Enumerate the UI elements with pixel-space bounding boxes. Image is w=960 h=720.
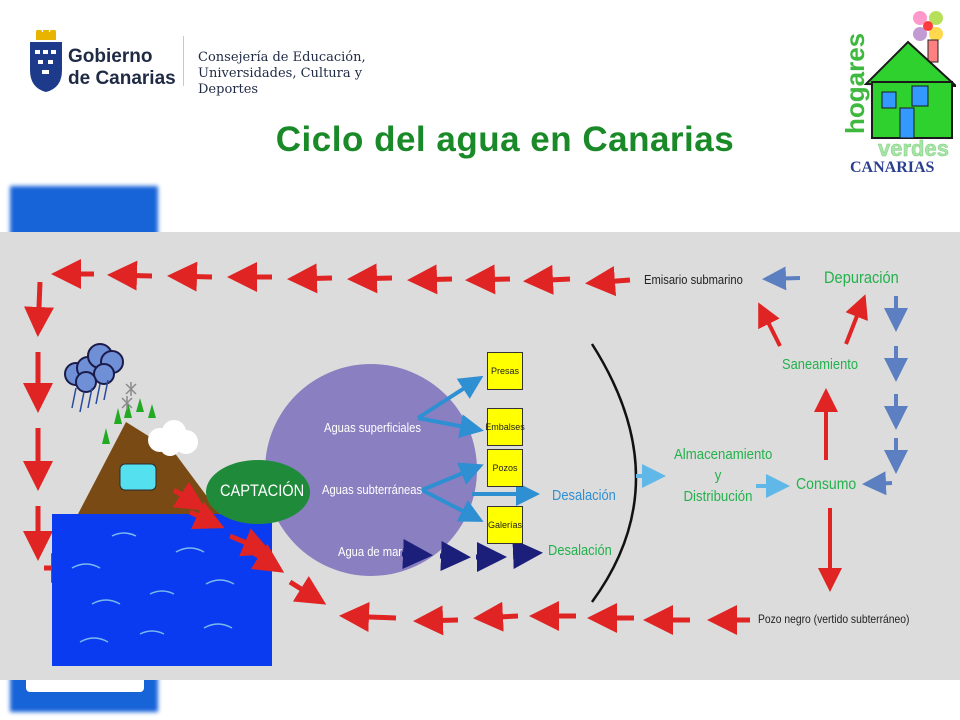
label-saneamiento: Saneamiento (782, 356, 859, 373)
label-consumo: Consumo (796, 476, 857, 493)
label-captacion: CAPTACIÓN (220, 481, 305, 500)
label-aguas-subterraneas: Aguas subterráneas (322, 482, 423, 497)
box-pozos: Pozos (487, 449, 523, 487)
seawater-arrows (401, 539, 543, 572)
label-depuracion: Depuración (824, 268, 899, 287)
reservoir-icon (119, 463, 157, 491)
depuracion-arrows (762, 266, 908, 496)
process-divider (590, 343, 638, 603)
almacenamiento-line1: Almacenamiento (674, 446, 773, 463)
flower-icon (913, 11, 943, 41)
label-aguas-superficiales: Aguas superficiales (324, 420, 421, 435)
canarias-shield-icon (30, 30, 62, 92)
sea-waves (71, 532, 235, 643)
logo-divider (183, 36, 184, 86)
captacion-ellipse (206, 460, 310, 524)
box-embalses: Embalses (485, 408, 525, 446)
svg-text:CANARIAS: CANARIAS (850, 159, 935, 176)
captacion-inflow-arrows (172, 481, 327, 605)
rain-icon (71, 379, 109, 413)
svg-text:hogares: hogares (840, 33, 870, 134)
water-sources-circle (265, 364, 477, 576)
almacenamiento-line3: Distribución (683, 488, 753, 505)
left-down-arrows (23, 281, 81, 583)
hogares-verdes-logo: hogares verdes CANARIAS (838, 4, 959, 176)
gobierno-canarias-logo: Gobierno de Canarias Consejería de Educa… (28, 30, 408, 97)
top-return-arrows (51, 259, 631, 297)
label-agua-de-mar: Agua de mar (338, 544, 403, 559)
surface-arrows (416, 375, 540, 522)
label-emisario-submarino: Emisario submarino (644, 272, 743, 287)
label-desalacion-2: Desalación (548, 542, 612, 559)
trees-icon (102, 398, 156, 444)
distribution-arrows (636, 464, 790, 498)
rain-cloud-icon (64, 343, 124, 393)
box-galerias: Galerías (487, 506, 523, 544)
bottom-return-arrows (339, 601, 750, 636)
almacenamiento-line2: y (714, 467, 722, 484)
gov-dept-line2: Universidades, Cultura y Deportes (198, 66, 363, 97)
gov-name-line1: Gobierno (68, 46, 153, 67)
label-pozo-negro: Pozo negro (vertido subterráneo) (758, 612, 910, 626)
house-icon: hogares verdes CANARIAS (838, 4, 959, 176)
label-almacenamiento: Almacenamiento y Distribución (674, 444, 773, 507)
slide-title: Ciclo del agua en Canarias (275, 120, 735, 159)
water-cycle-diagram: Presas Embalses Pozos Galerías Aguas sup… (0, 232, 960, 680)
gov-dept-line1: Consejería de Educación, (198, 50, 366, 65)
label-desalacion-1: Desalación (552, 487, 616, 504)
sea (52, 514, 272, 666)
diagram-graphics (23, 259, 908, 666)
box-presas: Presas (487, 352, 523, 390)
snow-icon (121, 382, 137, 410)
saneamiento-arrows (758, 294, 868, 592)
svg-text:verdes: verdes (878, 136, 949, 161)
gov-name-line2: de Canarias (68, 68, 176, 89)
cloud-icon (148, 420, 198, 456)
